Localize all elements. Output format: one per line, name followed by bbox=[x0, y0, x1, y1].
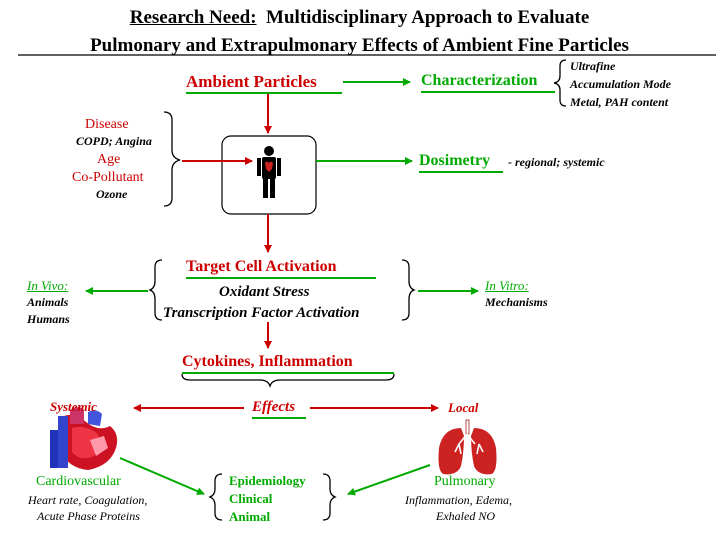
node-disease: Disease bbox=[85, 117, 129, 132]
node-target-cell: Target Cell Activation bbox=[186, 258, 337, 275]
target-cell-underline bbox=[186, 277, 376, 279]
node-ambient-particles: Ambient Particles bbox=[186, 72, 317, 91]
pulmonary-detail-2: Exhaled NO bbox=[436, 509, 495, 523]
characterization-underline bbox=[421, 91, 555, 93]
study-epidemiology: Epidemiology bbox=[229, 473, 306, 488]
in-vivo-item-2: Humans bbox=[27, 312, 70, 326]
cytokines-brace bbox=[181, 373, 395, 389]
title-rest: Multidisciplinary Approach to Evaluate bbox=[266, 7, 590, 28]
node-cardiovascular: Cardiovascular bbox=[36, 474, 121, 489]
study-clinical: Clinical bbox=[229, 491, 273, 506]
node-systemic: Systemic bbox=[50, 399, 97, 414]
title-prefix: Research Need: bbox=[129, 7, 257, 28]
node-characterization: Characterization bbox=[421, 72, 538, 89]
target-cell-left-brace bbox=[148, 259, 163, 321]
studies-right-brace bbox=[322, 473, 337, 521]
target-cell-right-brace bbox=[401, 259, 416, 321]
effects-underline bbox=[252, 417, 306, 419]
dosimetry-underline bbox=[419, 171, 503, 173]
node-age: Age bbox=[97, 152, 121, 167]
ambient-underline bbox=[186, 92, 342, 94]
studies-left-brace bbox=[208, 473, 223, 521]
heart-icon bbox=[50, 407, 118, 470]
cytokines-underline bbox=[182, 372, 394, 374]
risk-factors-brace bbox=[163, 111, 181, 207]
in-vivo-item-1: Animals bbox=[27, 295, 69, 309]
in-vitro-item-1: Mechanisms bbox=[485, 295, 548, 309]
human-figure-icon bbox=[257, 146, 281, 198]
characterization-brace bbox=[553, 59, 567, 107]
char-detail-3: Metal, PAH content bbox=[570, 95, 669, 109]
cardio-detail-2: Acute Phase Proteins bbox=[37, 509, 140, 523]
title-line-2: Pulmonary and Extrapulmonary Effects of … bbox=[90, 35, 629, 56]
dosimetry-detail: - regional; systemic bbox=[508, 155, 605, 169]
copollutant-detail: Ozone bbox=[96, 187, 128, 201]
char-detail-2: Accumulation Mode bbox=[570, 77, 672, 91]
cardio-detail-1: Heart rate, Coagulation, bbox=[28, 493, 148, 507]
node-oxidant-stress: Oxidant Stress bbox=[219, 284, 310, 300]
title-line-1: Research Need: Multidisciplinary Approac… bbox=[0, 8, 719, 27]
arrow-pulmonary-to-studies bbox=[347, 464, 431, 496]
arrow-cardio-to-studies bbox=[119, 457, 205, 495]
node-copollutant: Co-Pollutant bbox=[72, 170, 144, 185]
node-cytokines: Cytokines, Inflammation bbox=[182, 353, 353, 370]
node-in-vivo: In Vivo: bbox=[27, 278, 69, 293]
node-transcription: Transcription Factor Activation bbox=[163, 305, 360, 321]
node-local: Local bbox=[448, 400, 479, 415]
node-in-vitro: In Vitro: bbox=[485, 278, 529, 293]
char-detail-1: Ultrafine bbox=[570, 59, 616, 73]
pulmonary-detail-1: Inflammation, Edema, bbox=[405, 493, 512, 507]
lungs-icon bbox=[438, 419, 497, 475]
study-animal: Animal bbox=[229, 509, 271, 524]
node-pulmonary: Pulmonary bbox=[434, 474, 496, 489]
node-effects: Effects bbox=[252, 399, 296, 415]
node-dosimetry: Dosimetry bbox=[419, 152, 491, 169]
disease-detail: COPD; Angina bbox=[76, 134, 152, 148]
